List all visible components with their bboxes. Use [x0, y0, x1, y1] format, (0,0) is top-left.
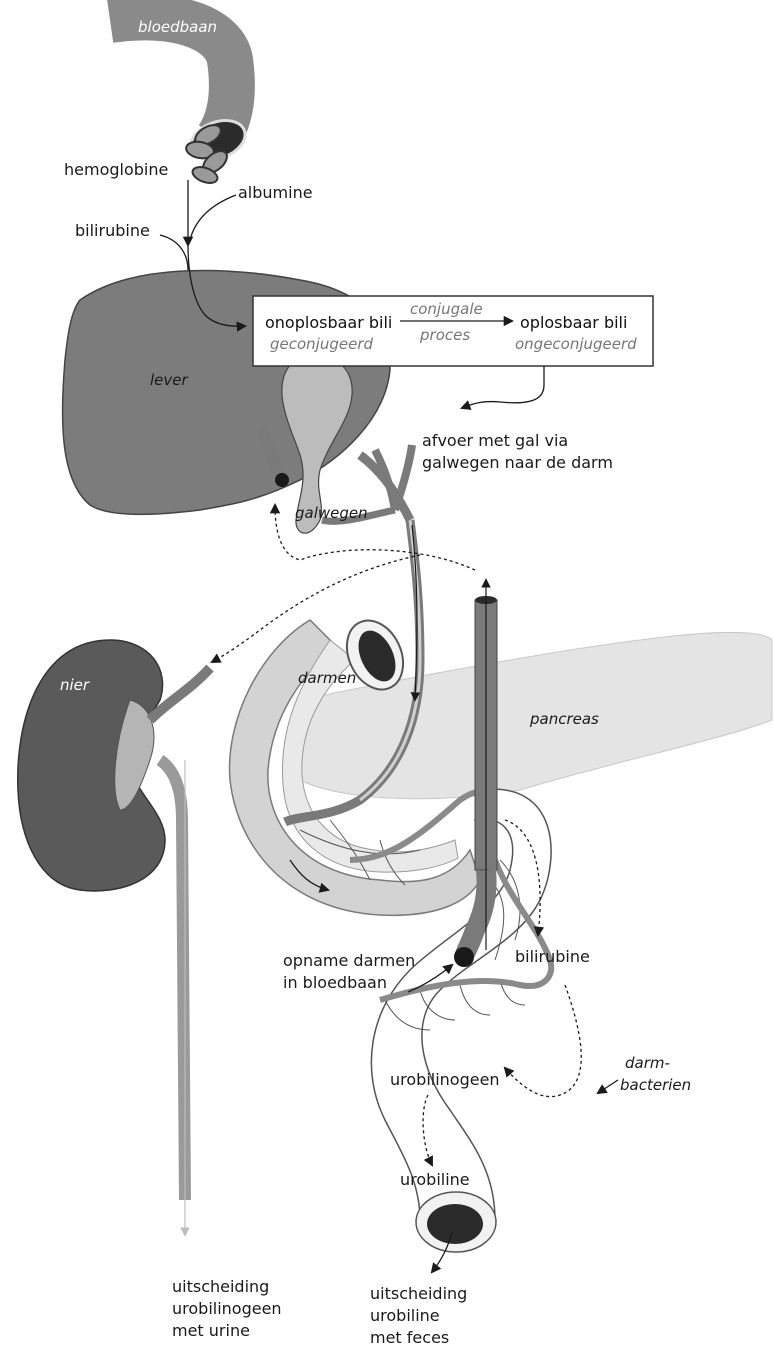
label-process-top: conjugale — [410, 300, 483, 318]
label-drain-1: afvoer met gal via — [422, 431, 568, 450]
label-bilirubin: bilirubine — [75, 221, 150, 240]
label-kidney: nier — [60, 676, 90, 694]
label-urobilinogen: urobilinogeen — [390, 1070, 500, 1089]
label-excretion-feces-3: met feces — [370, 1328, 449, 1347]
hepatic-vein-end — [275, 473, 289, 487]
label-pancreas: pancreas — [529, 710, 599, 728]
label-process-bottom: proces — [419, 326, 470, 344]
label-urobilin: urobiline — [400, 1170, 470, 1189]
label-bile-ducts: galwegen — [295, 504, 368, 522]
label-bloodstream: bloedbaan — [138, 18, 217, 36]
label-soluble-sub: ongeconjugeerd — [515, 335, 637, 353]
bacteria-arrow — [598, 1080, 618, 1093]
bacteria-conversion-path — [505, 985, 581, 1097]
label-excretion-feces-2: urobiline — [370, 1306, 440, 1325]
albumin-arrow — [190, 195, 236, 240]
label-bacteria-2: bacterien — [620, 1076, 691, 1094]
label-excretion-urine-3: met urine — [172, 1321, 250, 1340]
drain-arrow — [462, 366, 544, 408]
label-bacteria-1: darm- — [625, 1054, 670, 1072]
label-insoluble: onoplosbaar bili — [265, 313, 392, 332]
label-insoluble-sub: geconjugeerd — [270, 335, 374, 353]
label-uptake-1: opname darmen — [283, 951, 415, 970]
label-excretion-urine-1: uitscheiding — [172, 1277, 269, 1296]
label-bilirubin-gut: bilirubine — [515, 947, 590, 966]
colon-lumen — [427, 1204, 483, 1244]
bilirubin-arrow — [160, 235, 188, 270]
label-drain-2: galwegen naar de darm — [422, 453, 613, 472]
label-uptake-2: in bloedbaan — [283, 973, 387, 992]
label-intestines: darmen — [298, 669, 356, 687]
label-excretion-urine-2: urobilinogeen — [172, 1299, 282, 1318]
label-excretion-feces-1: uitscheiding — [370, 1284, 467, 1303]
portal-vein-end — [454, 947, 474, 967]
label-hemoglobin: hemoglobine — [64, 160, 168, 179]
label-soluble: oplosbaar bili — [520, 313, 627, 332]
label-liver: lever — [150, 371, 189, 389]
ureter — [160, 760, 185, 1200]
label-albumin: albumine — [238, 183, 313, 202]
